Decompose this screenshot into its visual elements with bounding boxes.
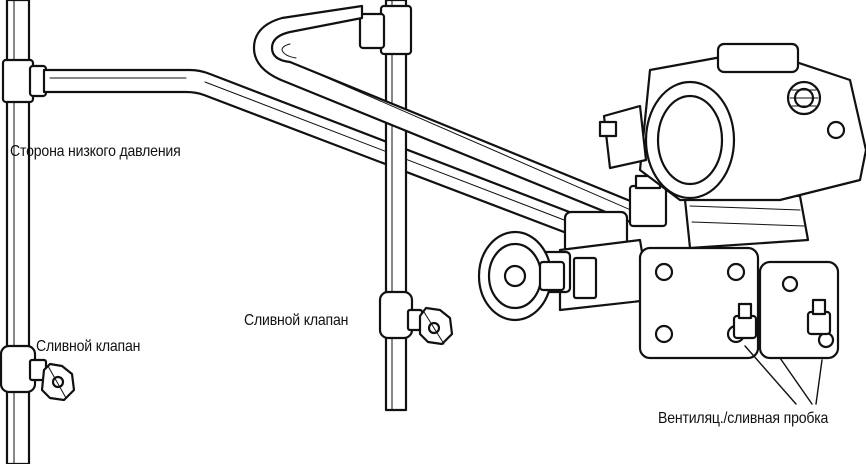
- low-pressure-side-label: Сторона низкого давления: [10, 143, 181, 160]
- transmitter-housing: [598, 42, 866, 202]
- leader-lines: [744, 345, 823, 405]
- drain-valve-left: [0, 344, 76, 402]
- middle-pipe-tee: [358, 4, 413, 56]
- middle-vertical-pipe: [384, 0, 408, 412]
- drain-valve-left-label: Сливной клапан: [36, 338, 141, 355]
- left-pipe-tee: [1, 58, 48, 104]
- vent-drain-plug-label: Вентиляц./сливная пробка: [658, 410, 829, 427]
- manifold-handwheel: [477, 230, 566, 322]
- drain-valve-middle: [378, 290, 454, 346]
- cable-entry: [786, 80, 846, 140]
- vent-drain-plugs: [732, 298, 832, 340]
- drain-valve-middle-label: Сливной клапан: [244, 312, 349, 329]
